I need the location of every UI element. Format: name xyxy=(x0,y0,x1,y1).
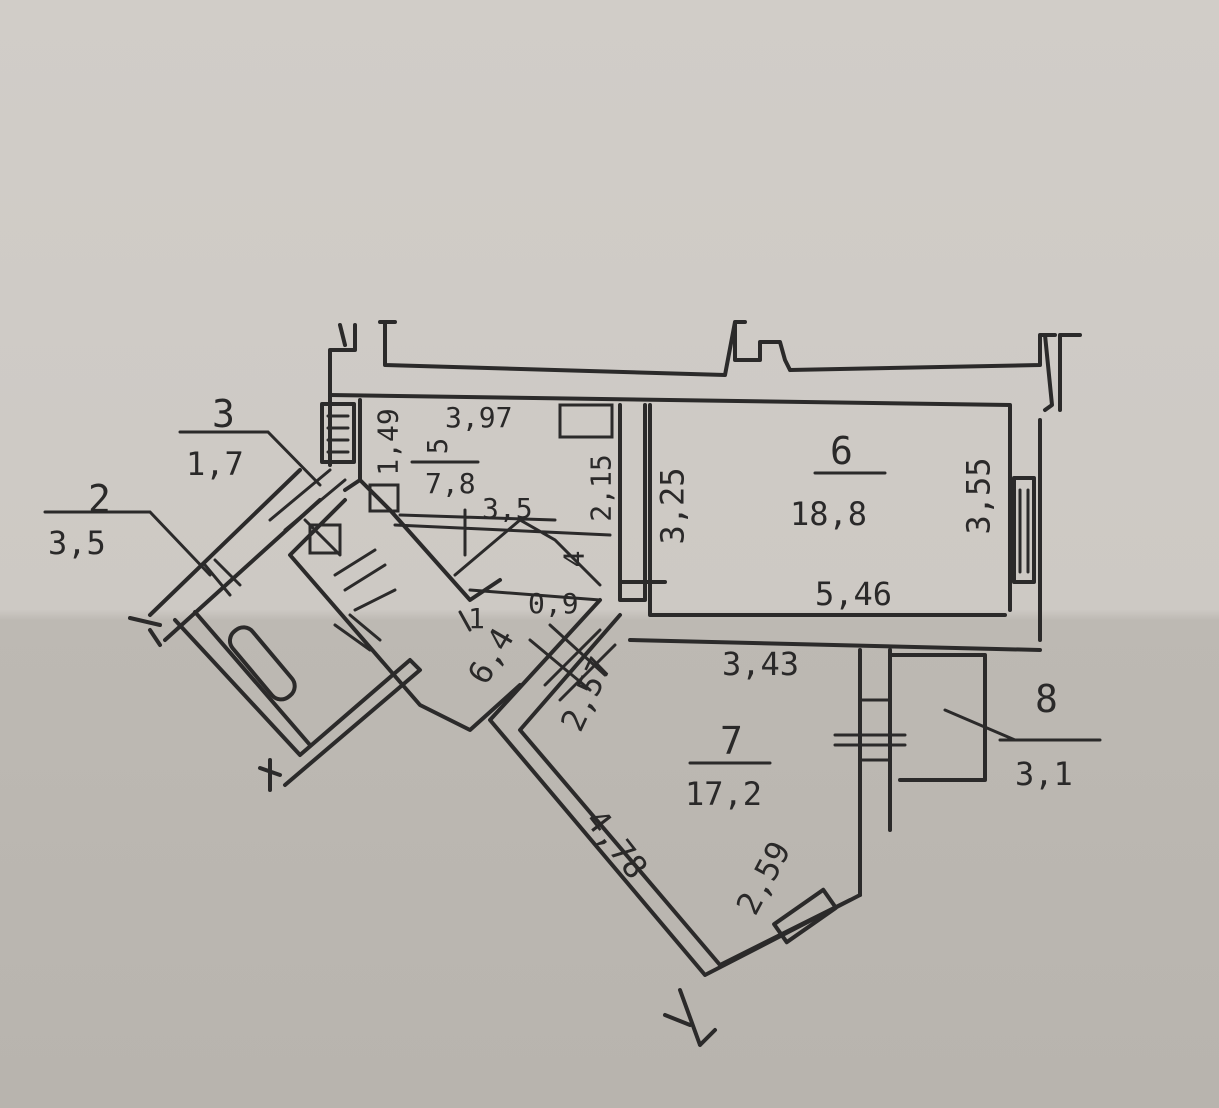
room-6-number: 6 xyxy=(830,429,853,473)
dim-3-97: 3,97 xyxy=(445,401,513,434)
dim-0-9: 0,9 xyxy=(528,587,579,620)
room-6-area: 18,8 xyxy=(790,495,868,533)
room-5-area: 7,8 xyxy=(425,467,476,500)
dim-3-25: 3,25 xyxy=(653,467,692,545)
dim-2-15: 2,15 xyxy=(584,454,618,522)
dim-3-5: 3,5 xyxy=(482,492,533,525)
room-2-number: 2 xyxy=(88,477,111,521)
room-8-area: 3,1 xyxy=(1015,755,1073,793)
dim-1-49: 1,49 xyxy=(371,408,405,476)
dim-3-43: 3,43 xyxy=(722,645,800,683)
room-1-number: 1 xyxy=(468,602,485,635)
dim-5-46: 5,46 xyxy=(815,575,893,613)
room-3-area: 1,7 xyxy=(186,445,244,483)
dim-3-55: 3,55 xyxy=(959,457,998,535)
room-7-area: 17,2 xyxy=(685,775,763,813)
room-2-area: 3,5 xyxy=(48,524,106,562)
room-5-number: 5 xyxy=(421,437,454,455)
room-3-number: 3 xyxy=(212,392,235,436)
dim-4: 4 xyxy=(557,550,591,568)
room-8-number: 8 xyxy=(1035,677,1058,721)
room-7-number: 7 xyxy=(720,719,743,763)
